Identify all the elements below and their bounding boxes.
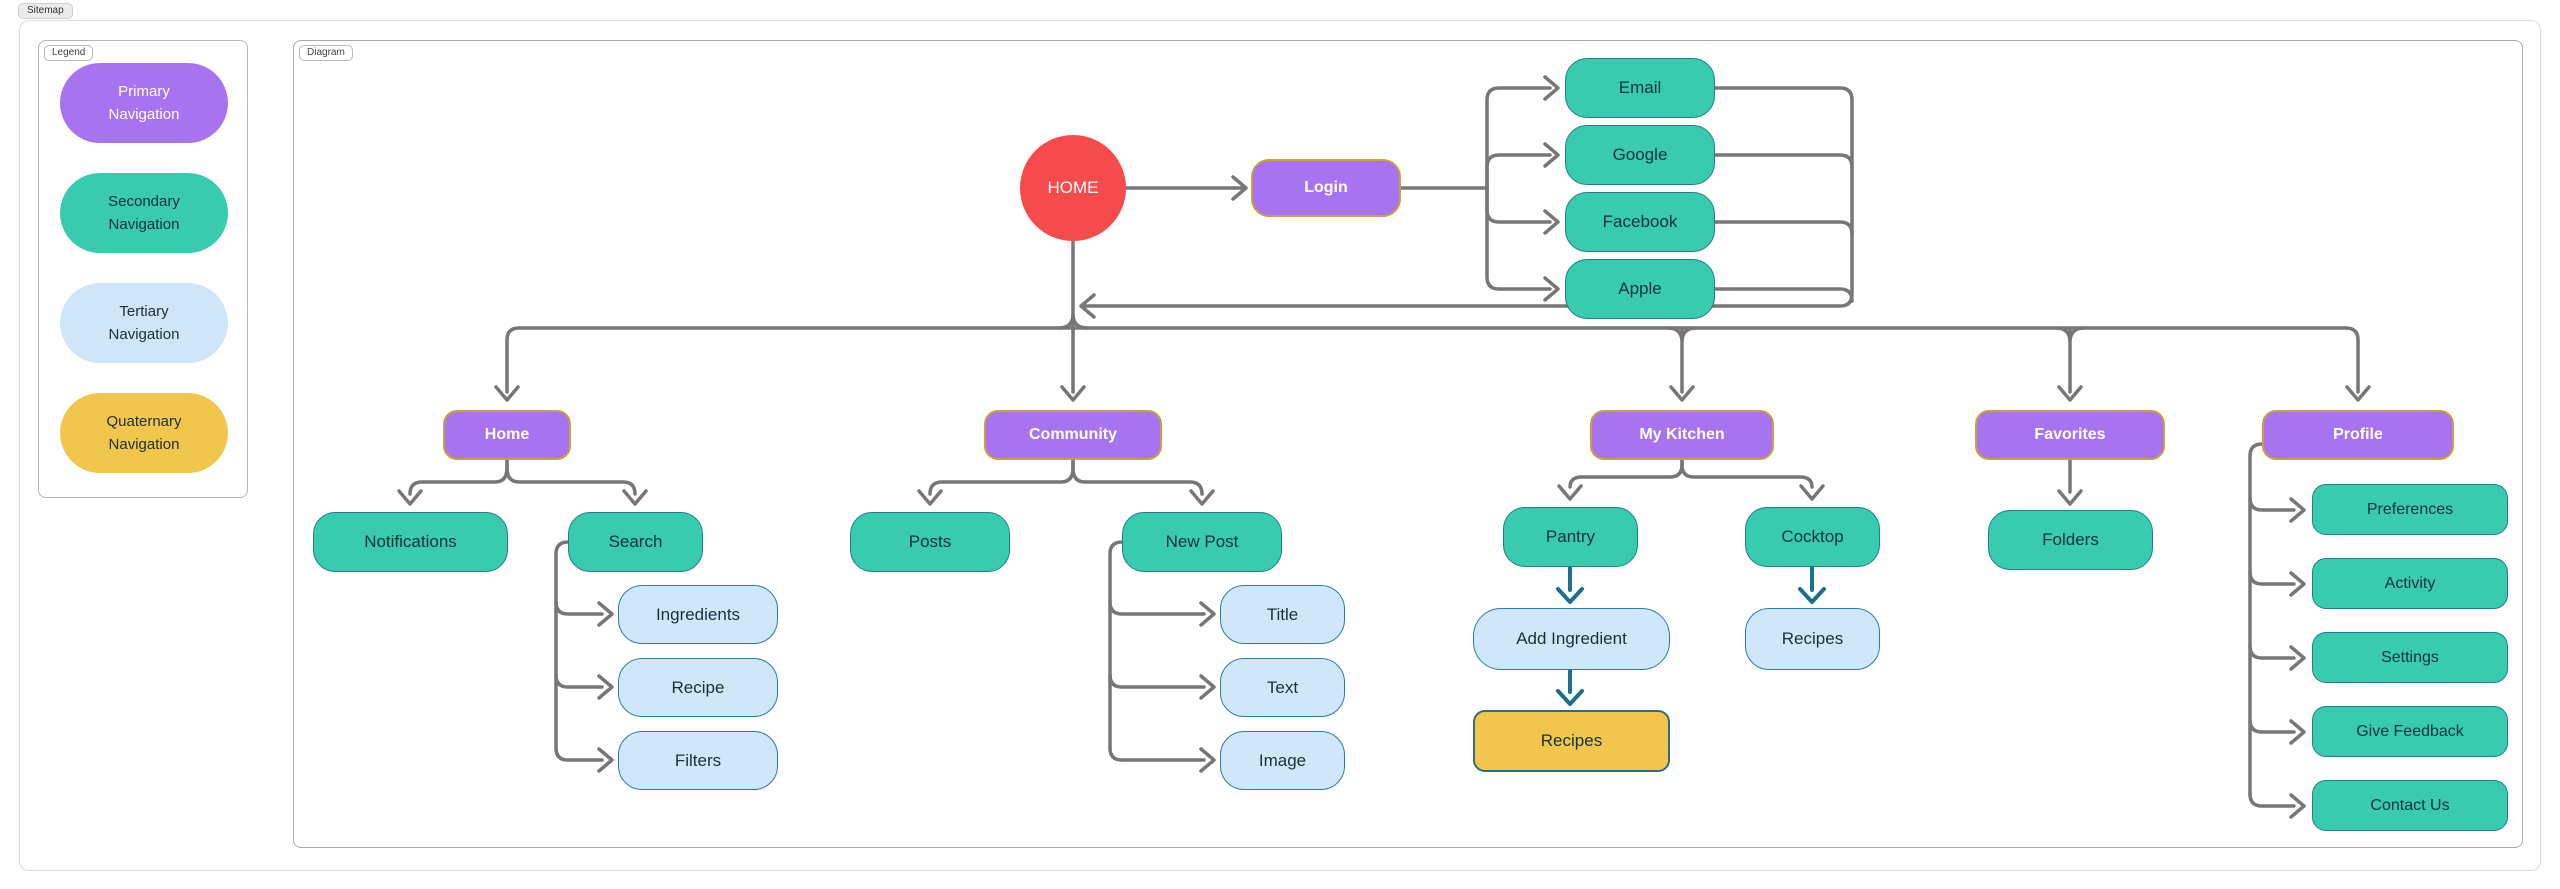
node-activity[interactable]: Activity bbox=[2312, 558, 2508, 609]
connector-login-google bbox=[1485, 142, 1560, 190]
node-text[interactable]: Text bbox=[1220, 658, 1345, 717]
legend-item-secondary-label: Secondary Navigation bbox=[108, 192, 180, 233]
node-contact-us[interactable]: Contact Us bbox=[2312, 780, 2508, 831]
node-add-ingredient[interactable]: Add Ingredient bbox=[1473, 608, 1670, 670]
connector-pantry-addingredient bbox=[1556, 565, 1584, 604]
node-settings[interactable]: Settings bbox=[2312, 632, 2508, 683]
connector-community-posts bbox=[917, 458, 1075, 506]
connector-search-recipe bbox=[554, 673, 614, 700]
diagram-label: Diagram bbox=[299, 45, 353, 61]
connector-addingredient-recipes bbox=[1556, 668, 1584, 706]
node-facebook[interactable]: Facebook bbox=[1565, 192, 1715, 252]
connector-home-login bbox=[1124, 175, 1248, 201]
node-recipes-cocktop[interactable]: Recipes bbox=[1745, 608, 1880, 670]
connector-branch-home bbox=[494, 326, 521, 402]
connector-return-main bbox=[1079, 98, 1854, 319]
connector-mykitchen-pantry bbox=[1557, 458, 1684, 501]
node-search[interactable]: Search bbox=[568, 512, 703, 572]
connector-newpost-text bbox=[1108, 673, 1216, 700]
node-apple[interactable]: Apple bbox=[1565, 259, 1715, 319]
node-pantry[interactable]: Pantry bbox=[1503, 507, 1638, 567]
node-ingredients[interactable]: Ingredients bbox=[618, 585, 778, 644]
connector-login-apple bbox=[1485, 186, 1560, 302]
connector-profile-feedback bbox=[2248, 718, 2306, 745]
connector-favorites-folders bbox=[2057, 458, 2083, 506]
node-new-post[interactable]: New Post bbox=[1122, 512, 1282, 572]
node-cocktop[interactable]: Cocktop bbox=[1745, 507, 1880, 567]
node-image[interactable]: Image bbox=[1220, 731, 1345, 790]
connector-community-newpost bbox=[1071, 458, 1215, 506]
node-give-feedback[interactable]: Give Feedback bbox=[2312, 706, 2508, 757]
connector-apple-return bbox=[1713, 287, 1854, 303]
sitemap-badge: Sitemap bbox=[18, 3, 73, 19]
connector-newpost-image bbox=[1108, 746, 1216, 773]
node-folders[interactable]: Folders bbox=[1988, 510, 2153, 570]
connector-profile-contact bbox=[2248, 792, 2306, 819]
connector-branch-profile bbox=[2344, 326, 2371, 402]
connector-branch-favorites bbox=[2054, 326, 2086, 402]
node-posts[interactable]: Posts bbox=[850, 512, 1010, 572]
connector-newpost-title bbox=[1108, 600, 1216, 627]
connector-branch-mykitchen bbox=[1666, 326, 1698, 402]
node-home-root[interactable]: HOME bbox=[1020, 135, 1126, 241]
connector-newpost-rail bbox=[1108, 540, 1124, 750]
connector-google-return bbox=[1713, 153, 1854, 169]
connector-search-ingredients bbox=[554, 600, 614, 627]
legend-item-tertiary-label: Tertiary Navigation bbox=[108, 302, 180, 343]
connector-mykitchen-cocktop bbox=[1680, 458, 1825, 501]
legend-item-primary[interactable]: Primary Navigation bbox=[60, 63, 228, 143]
legend-item-quaternary[interactable]: Quaternary Navigation bbox=[60, 393, 228, 473]
connector-cocktop-recipes bbox=[1798, 565, 1826, 604]
legend-item-secondary[interactable]: Secondary Navigation bbox=[60, 173, 228, 253]
node-filters[interactable]: Filters bbox=[618, 731, 778, 790]
legend-item-quaternary-label: Quaternary Navigation bbox=[106, 412, 182, 453]
node-community[interactable]: Community bbox=[984, 410, 1162, 460]
connector-search-rail bbox=[554, 540, 570, 750]
connector-login-email bbox=[1485, 75, 1560, 190]
connector-profile-settings bbox=[2248, 644, 2306, 671]
connector-profile-rail bbox=[2248, 442, 2264, 796]
connector-profile-activity bbox=[2248, 570, 2306, 597]
legend-label: Legend bbox=[44, 45, 94, 61]
connector-home-notifications bbox=[397, 458, 509, 506]
legend-item-tertiary[interactable]: Tertiary Navigation bbox=[60, 283, 228, 363]
node-login[interactable]: Login bbox=[1251, 159, 1401, 217]
node-home[interactable]: Home bbox=[443, 410, 571, 460]
node-my-kitchen[interactable]: My Kitchen bbox=[1590, 410, 1774, 460]
node-profile[interactable]: Profile bbox=[2262, 410, 2454, 460]
node-preferences[interactable]: Preferences bbox=[2312, 484, 2508, 535]
node-google[interactable]: Google bbox=[1565, 125, 1715, 185]
connector-login-facebook bbox=[1485, 186, 1560, 235]
connector-email-return bbox=[1713, 86, 1854, 102]
connector-facebook-return bbox=[1713, 220, 1854, 236]
node-recipe[interactable]: Recipe bbox=[618, 658, 778, 717]
node-notifications[interactable]: Notifications bbox=[313, 512, 508, 572]
node-title[interactable]: Title bbox=[1220, 585, 1345, 644]
node-email[interactable]: Email bbox=[1565, 58, 1715, 118]
node-recipes-pantry[interactable]: Recipes bbox=[1473, 710, 1670, 772]
connector-search-filters bbox=[554, 746, 614, 773]
node-favorites[interactable]: Favorites bbox=[1975, 410, 2165, 460]
legend-item-primary-label: Primary Navigation bbox=[108, 82, 180, 123]
connector-profile-preferences bbox=[2248, 496, 2306, 523]
connector-home-search bbox=[505, 458, 648, 506]
